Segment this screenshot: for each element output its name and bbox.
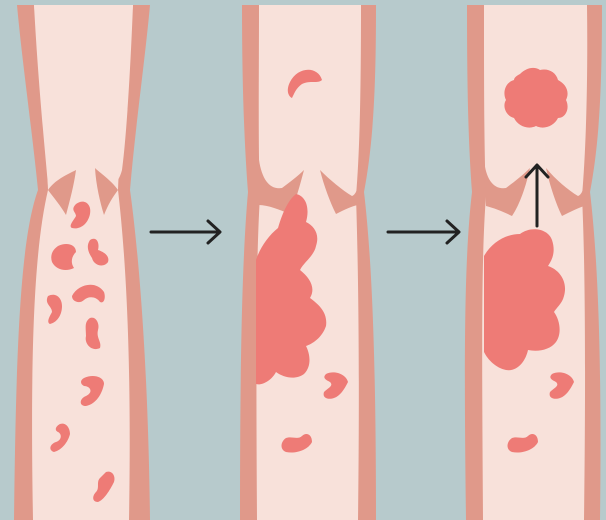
vein-stage-1 (14, 5, 150, 520)
vessel-upper-chamber (34, 5, 133, 187)
vein-stage-2 (240, 5, 376, 520)
vein-stage-3 (465, 5, 602, 520)
